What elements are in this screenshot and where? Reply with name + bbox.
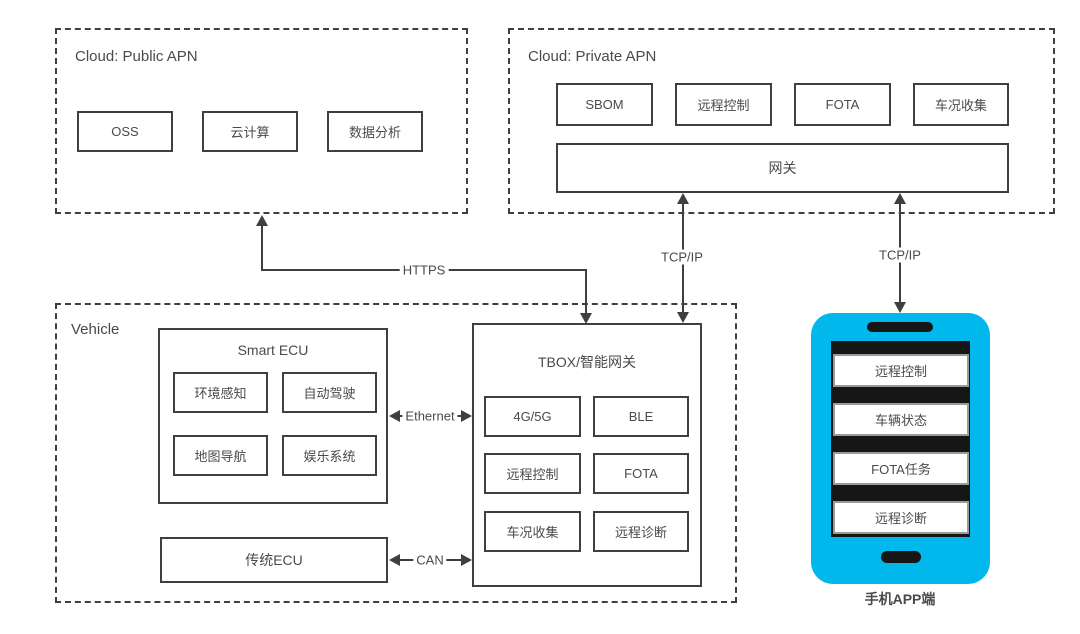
tcpip-tbox-arrowhead-down-icon <box>677 312 689 323</box>
region-private-apn-title: Cloud: Private APN <box>528 48 657 65</box>
ethernet-arrowhead-right-icon <box>461 410 472 422</box>
node-map-navigation: 地图导航 <box>173 435 268 476</box>
node-entertainment-system: 娱乐系统 <box>282 435 377 476</box>
phone-speaker <box>867 322 933 332</box>
group-tbox-title: TBOX/智能网关 <box>537 354 636 370</box>
region-vehicle-title: Vehicle <box>71 321 120 338</box>
tcpip-tbox-arrowhead-up-icon <box>677 193 689 204</box>
https-arrowhead-down-icon <box>580 313 592 324</box>
node-vehicle-data-cloud: 车况收集 <box>913 83 1009 126</box>
can-arrowhead-left-icon <box>389 554 400 566</box>
https-line-vertical-left <box>261 225 263 271</box>
ethernet-arrowhead-left-icon <box>389 410 400 422</box>
tcpip-phone-arrowhead-down-icon <box>894 302 906 313</box>
phone-item-remote-control: 远程控制 <box>833 354 969 387</box>
tcpip-phone-arrowhead-up-icon <box>894 193 906 204</box>
node-remote-control-tbox: 远程控制 <box>484 453 581 494</box>
can-arrowhead-right-icon <box>461 554 472 566</box>
phone-caption: 手机APP端 <box>864 591 936 607</box>
node-cloud-computing: 云计算 <box>202 111 298 152</box>
phone-item-vehicle-status: 车辆状态 <box>833 403 969 436</box>
region-public-apn-title: Cloud: Public APN <box>75 48 198 65</box>
node-oss: OSS <box>77 111 173 152</box>
phone-item-fota-task: FOTA任务 <box>833 452 969 485</box>
node-remote-diagnosis-tbox: 远程诊断 <box>593 511 689 552</box>
group-smart-ecu: Smart ECU <box>158 328 388 504</box>
node-remote-control-cloud: 远程控制 <box>675 83 772 126</box>
https-line-vertical-right <box>585 270 587 315</box>
node-4g5g: 4G/5G <box>484 396 581 437</box>
can-label: CAN <box>413 552 447 568</box>
node-sbom: SBOM <box>556 83 653 126</box>
phone-home-button <box>881 551 921 563</box>
group-smart-ecu-title: Smart ECU <box>237 342 309 358</box>
node-ble: BLE <box>593 396 689 437</box>
phone-item-remote-diagnosis: 远程诊断 <box>833 501 969 534</box>
tcpip-tbox-label: TCP/IP <box>658 249 706 265</box>
tcpip-phone-label: TCP/IP <box>876 247 924 263</box>
node-vehicle-data-tbox: 车况收集 <box>484 511 581 552</box>
node-gateway: 网关 <box>556 143 1009 193</box>
https-label: HTTPS <box>399 262 449 278</box>
node-autonomous-driving: 自动驾驶 <box>282 372 377 413</box>
node-env-perception: 环境感知 <box>173 372 268 413</box>
https-arrowhead-up-icon <box>256 215 268 226</box>
node-fota-tbox: FOTA <box>593 453 689 494</box>
node-legacy-ecu: 传统ECU <box>160 537 388 583</box>
node-data-analysis: 数据分析 <box>327 111 423 152</box>
ethernet-label: Ethernet <box>402 408 458 424</box>
node-fota-cloud: FOTA <box>794 83 891 126</box>
